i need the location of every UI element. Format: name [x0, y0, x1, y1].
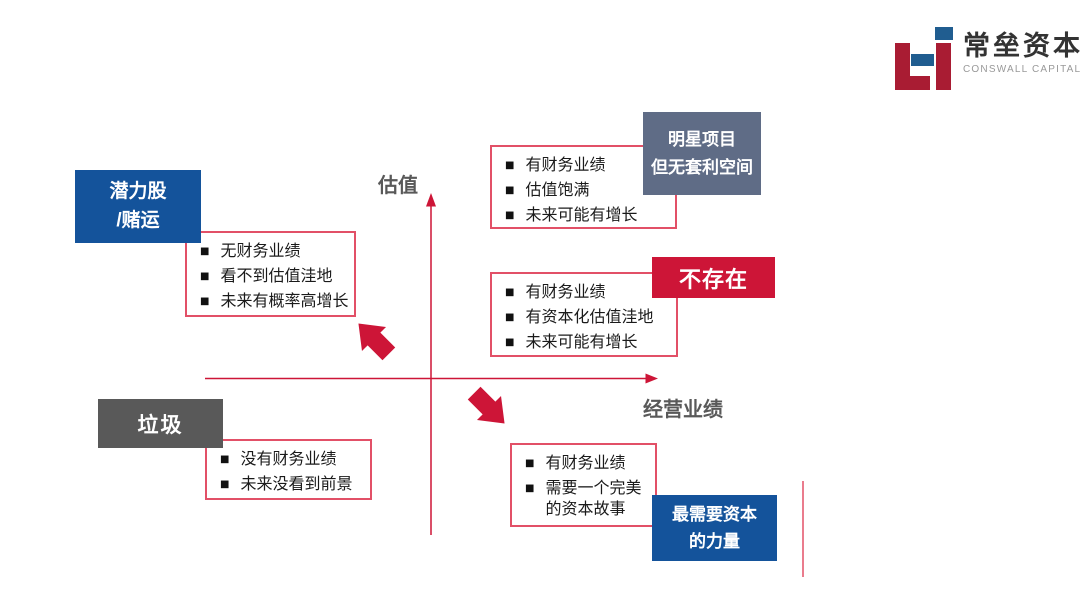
bullet-text: 未来可能有增长 [525, 206, 638, 224]
square-bullet-icon: ■ [220, 454, 230, 465]
bullet-item: ■ 未来可能有增长 [504, 333, 668, 354]
label-line: 垃圾 [137, 413, 184, 437]
bullet-item: ■ 有财务业绩 [524, 454, 647, 475]
bullet-text: 没有财务业绩 [240, 451, 337, 468]
square-bullet-icon: ■ [505, 184, 515, 196]
x-axis-label: 经营业绩 [643, 399, 723, 421]
square-bullet-icon: ■ [220, 478, 230, 490]
bullet-text: 未来有概率高增长 [220, 292, 349, 310]
square-bullet-icon: ■ [505, 209, 515, 221]
bullet-text: 未来可能有增长 [525, 333, 638, 351]
bullet-text: 未来没看到前景 [240, 475, 353, 493]
callout-middle-right: ■ 有财务业绩 ■ 有资本化估值洼地 ■ 未来可能有增长 [490, 272, 678, 357]
y-axis-label: 估值 [378, 175, 418, 197]
square-bullet-icon: ■ [505, 160, 515, 171]
up-left-arrow-icon [358, 323, 396, 361]
square-bullet-icon: ■ [505, 287, 515, 298]
brand-name-en: CONSWALL CAPITAL [963, 64, 1080, 76]
square-bullet-icon: ■ [200, 295, 210, 307]
callout-bottom-left: ■ 没有财务业绩 ■ 未来没看到前景 [205, 439, 372, 500]
label-line: 明星项目 [668, 130, 736, 150]
logo-l-horizontal-bar [895, 76, 930, 90]
label-needs-capital: 最需要资本 的力量 [652, 495, 777, 561]
bullet-item: ■ 有财务业绩 [504, 156, 667, 177]
down-right-arrow-icon [467, 386, 505, 424]
bullet-text: 无财务业绩 [220, 243, 301, 260]
bullet-text: 看不到估值洼地 [220, 267, 333, 285]
bullet-item: ■ 估值饱满 [504, 181, 667, 202]
label-star-project: 明星项目 但无套利空间 [643, 112, 761, 195]
label-potential-stock: 潜力股 /赌运 [75, 170, 201, 243]
bullet-item: ■ 未来可能有增长 [504, 206, 667, 227]
label-line: 的力量 [689, 532, 740, 551]
bullet-text: 有资本化估值洼地 [525, 308, 654, 326]
bullet-item: ■ 未来有概率高增长 [199, 292, 349, 313]
brand-logo: 常垒资本 CONSWALL CAPITAL [893, 24, 1080, 92]
bullet-item: ■ 无财务业绩 [199, 242, 346, 263]
label-line: 最需要资本 [672, 504, 757, 524]
label-line: 但无套利空间 [651, 157, 753, 177]
bullet-item: ■ 有财务业绩 [504, 283, 668, 304]
label-line: 潜力股 [109, 181, 167, 202]
label-nonexistent: 不存在 [652, 257, 775, 298]
label-line: 不存在 [678, 266, 748, 292]
bullet-text: 估值饱满 [525, 181, 590, 199]
bullet-text: 有财务业绩 [545, 455, 626, 472]
brand-name: 常垒资本 CONSWALL CAPITAL [963, 24, 1080, 76]
label-line: /赌运 [116, 209, 160, 231]
square-bullet-icon: ■ [505, 311, 515, 323]
label-garbage: 垃圾 [98, 399, 223, 448]
bullet-item: ■ 没有财务业绩 [219, 450, 362, 471]
bullet-item: ■ 需要一个完美的资本故事 [524, 479, 647, 521]
callout-top-left: ■ 无财务业绩 ■ 看不到估值洼地 ■ 未来有概率高增长 [185, 231, 356, 317]
bullet-item: ■ 看不到估值洼地 [199, 267, 346, 288]
logo-i-stem [936, 43, 951, 90]
square-bullet-icon: ■ [525, 482, 535, 494]
square-bullet-icon: ■ [525, 458, 535, 469]
square-bullet-icon: ■ [200, 270, 210, 282]
logo-i-dot [935, 27, 953, 40]
bullet-item: ■ 有资本化估值洼地 [504, 308, 668, 329]
square-bullet-icon: ■ [505, 336, 515, 348]
bullet-text: 有财务业绩 [525, 157, 606, 174]
logo-middle-blue-bar [911, 54, 934, 66]
bullet-item: ■ 未来没看到前景 [219, 475, 362, 496]
conswall-logo-icon [893, 24, 955, 92]
square-bullet-icon: ■ [200, 246, 210, 257]
bullet-text: 有财务业绩 [525, 284, 606, 301]
x-axis-arrowhead-icon [645, 373, 658, 384]
y-axis-arrowhead-icon [426, 193, 436, 207]
callout-bottom-right: ■ 有财务业绩 ■ 需要一个完美的资本故事 [510, 443, 657, 527]
brand-name-cn: 常垒资本 [963, 31, 1080, 61]
bullet-text: 需要一个完美的资本故事 [545, 479, 642, 518]
